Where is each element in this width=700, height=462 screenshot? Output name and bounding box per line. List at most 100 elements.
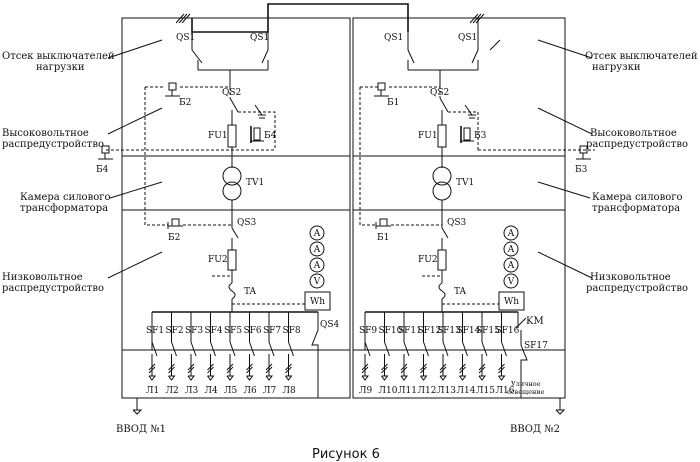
line-label: Л2 [166, 386, 179, 396]
line-label: Л11 [398, 386, 417, 396]
right-fu1-label: FU1 [418, 131, 438, 141]
right-meter-4-label: V [507, 277, 515, 287]
right-sf17-label: SF17 [524, 341, 548, 351]
ammeter-icon [309, 225, 325, 241]
left-fu2-fuse [227, 249, 237, 271]
sf17-breaker [520, 330, 528, 398]
left-b4-outside-label: Б4 [96, 165, 109, 175]
output-arrow [207, 375, 215, 381]
right-qs3-label: QS3 [447, 218, 467, 228]
left-b4-lock [250, 126, 264, 143]
left-meter-stack [304, 225, 331, 311]
left-meter-2-label: A [313, 245, 321, 255]
left-compartment-label-2: нагрузки [36, 62, 85, 73]
ammeter-icon [503, 241, 519, 257]
left-qs3-switch [231, 227, 239, 250]
right-input-label: ВВОД №2 [510, 424, 560, 435]
breaker-label: SF4 [205, 326, 223, 336]
breaker-contact [384, 341, 390, 357]
breaker-contact [210, 341, 216, 357]
breaker-contact [288, 341, 294, 357]
right-fu1-fuse [437, 124, 447, 148]
left-qs1b-label: QS1 [250, 33, 269, 43]
left-annotations: Отсек выключателей нагрузки Высоковольтн… [2, 51, 115, 294]
breaker-label: SF9 [359, 326, 377, 336]
line-label: Л10 [379, 386, 398, 396]
breaker-contact [423, 341, 429, 357]
left-b2-lock [165, 82, 180, 97]
line-label: Л1 [146, 386, 159, 396]
output-arrow [400, 375, 408, 381]
right-b3-outside-label: Б3 [575, 165, 588, 175]
breaker-label: SF10 [379, 326, 403, 336]
right-b1-low-lock [375, 218, 391, 229]
left-tv1-transformer [222, 166, 242, 228]
line-label: Л6 [244, 386, 258, 396]
breaker-label: SF3 [185, 326, 203, 336]
breaker-label: SF11 [398, 326, 422, 336]
breaker-label: SF13 [437, 326, 461, 336]
ammeter-icon [503, 225, 519, 241]
line-label: Л9 [359, 386, 373, 396]
breaker-label: SF7 [263, 326, 281, 336]
right-hv-label-1: Высоковольтное [590, 128, 677, 139]
breaker-contact [268, 341, 275, 357]
right-b3-lock [460, 126, 474, 143]
output-arrow [459, 375, 467, 381]
km-contactor [515, 317, 527, 329]
right-feeders: SF9Л9SF10Л10SF11Л11SF12Л12SF13Л13SF14Л14… [359, 312, 520, 396]
breaker-contact [151, 341, 158, 357]
left-fu1-fuse [227, 124, 237, 148]
left-wh-label: Wh [310, 297, 325, 307]
left-meter-1-label: A [313, 229, 321, 239]
ammeter-icon [503, 257, 519, 273]
output-arrow [420, 375, 428, 381]
breaker-contact [190, 341, 197, 357]
left-qs1-switch-a [191, 32, 268, 71]
left-qs3-label: QS3 [237, 218, 257, 228]
right-fu2-label: FU2 [418, 255, 438, 265]
output-arrow [265, 375, 273, 381]
output-arrow [439, 375, 447, 381]
right-lv-label-2: распредустройство [586, 283, 688, 294]
right-cabinet-frame [352, 17, 566, 399]
output-arrow [168, 375, 176, 381]
output-arrow [246, 375, 254, 381]
left-fu1-label: FU1 [208, 131, 228, 141]
right-b1-label: Б1 [387, 98, 399, 108]
right-b3-outside-lock [576, 145, 591, 160]
right-street-label-1: Уличное [511, 380, 541, 388]
left-b2-low-lock [167, 218, 183, 229]
breaker-label: SF2 [166, 326, 184, 336]
line-label: Л3 [185, 386, 199, 396]
right-ta-label: TA [454, 287, 467, 297]
left-lv-label-1: Низковольтное [2, 272, 83, 283]
left-b2-label: Б2 [179, 98, 191, 108]
output-arrow [361, 375, 369, 381]
right-hv-label-2: распредустройство [586, 139, 688, 150]
right-qs2-label: QS2 [430, 88, 449, 98]
left-input-label: ВВОД №1 [116, 424, 166, 435]
breaker-label: SF8 [283, 326, 301, 336]
line-label: Л5 [224, 386, 238, 396]
left-tv1-label: TV1 [246, 178, 264, 188]
right-lv-label-1: Низковольтное [590, 272, 671, 283]
output-arrow [478, 375, 486, 381]
breaker-contact [171, 341, 177, 357]
output-arrow [285, 375, 293, 381]
bus-tie [191, 3, 409, 33]
output-arrow [498, 375, 506, 381]
left-qs4-switch [311, 312, 319, 398]
right-ta-transformer [438, 282, 446, 300]
breaker-label: SF15 [476, 326, 500, 336]
right-qs1-switch-b [471, 18, 501, 70]
right-meter-stack [498, 225, 525, 311]
breaker-contact [249, 341, 255, 357]
left-hv-label-1: Высоковольтное [2, 128, 89, 139]
